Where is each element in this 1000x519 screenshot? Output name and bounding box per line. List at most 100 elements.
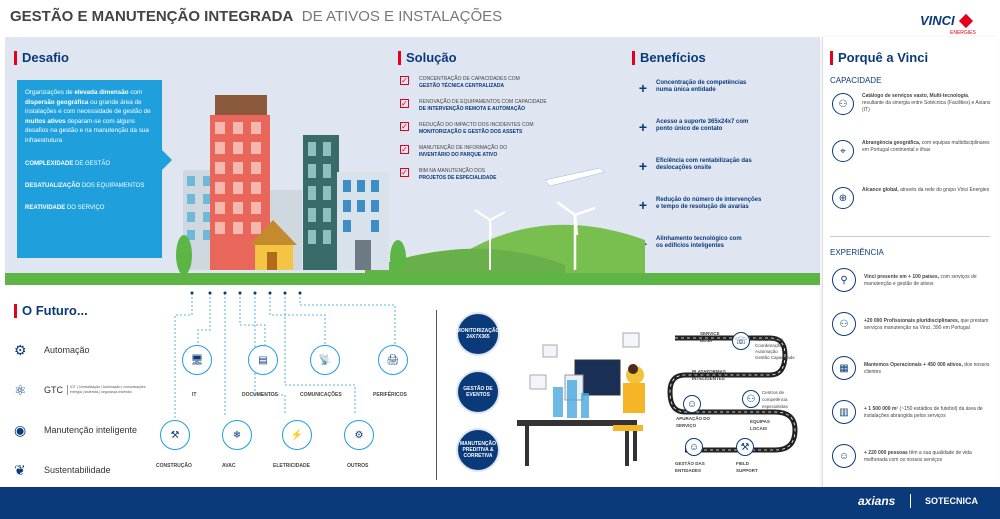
service-gestao-eventos: GESTÃO DE EVENTOS — [456, 370, 500, 414]
experiencia-item: ▥+ 1 500 000 m² (~150 estádios de futebo… — [832, 400, 992, 444]
experiencia-item: ☺+ 220 000 pessoas têm a sua qualidade d… — [832, 444, 992, 488]
experts-icon: ⚇ — [742, 390, 760, 408]
desafio-title: Desafio — [14, 50, 69, 65]
category-label-it: IT — [192, 392, 197, 398]
connection-lines — [174, 291, 396, 435]
porque-divider — [830, 236, 990, 237]
peripherals-circle: 🖨 — [378, 345, 408, 375]
plus-icon: + — [638, 158, 648, 174]
electricity-circle: ⚡ — [282, 420, 312, 450]
desafio-text: Organizações de elevada dimensão com dis… — [25, 89, 151, 144]
experiencia-list: ⚲Vinci presente em + 100 países, com ser… — [832, 268, 992, 488]
documents-circle: ▤ — [248, 345, 278, 375]
flow-path — [667, 335, 798, 453]
capacidade-list: ⚇Catálogo de serviços vasto, Multi-tecno… — [832, 93, 992, 234]
page-title: GESTÃO E MANUTENÇÃO INTEGRADA — [10, 8, 294, 25]
field-icon: ⚒ — [736, 438, 754, 456]
check-icon: ✓ — [400, 76, 409, 85]
globe-icon: ⊕ — [832, 187, 854, 209]
vinci-logo: VINCI ENERGIES — [920, 12, 995, 36]
footer-separator — [910, 494, 911, 508]
footer-bar — [0, 487, 1000, 519]
location-icon: ⚲ — [832, 268, 856, 292]
plus-icon: + — [638, 119, 648, 135]
futuro-item: ◉ Manutenção inteligente — [14, 410, 174, 450]
server-icon: ▦ — [832, 356, 856, 380]
gtc-icon: ⚛ — [14, 381, 27, 398]
category-label-eletricidade: ELETRICIDADE — [273, 463, 310, 469]
experiencia-item: ⚲Vinci presente em + 100 países, com ser… — [832, 268, 992, 312]
desafio-title-text: Desafio — [22, 50, 69, 65]
experiencia-item: ⚇+20 000 Profissionais pluridisciplinare… — [832, 312, 992, 356]
flow-platform: PLATAFORMAS INTELIGENTES — [692, 369, 726, 381]
experiencia-label: EXPERIÊNCIA — [830, 248, 884, 257]
footer-brand-sotecnica: SOTECNICA — [925, 496, 979, 506]
flow-service-desk: SERVICE DESK — [700, 331, 720, 343]
map-icon: ⌖ — [832, 140, 854, 162]
check-icon: ✓ — [400, 168, 409, 177]
city-illustration — [5, 95, 820, 285]
eye-icon: ◉ — [14, 421, 27, 438]
solucao-title-text: Solução — [406, 50, 457, 65]
category-label-outros: OUTROS — [347, 463, 369, 469]
vinci-logo-text: VINCI — [920, 13, 955, 28]
service-monitorizacao: MONITORIZAÇÃO 24X7X365 — [456, 312, 500, 356]
check-icon: ✓ — [400, 122, 409, 131]
plus-icon: + — [638, 80, 648, 96]
flow-equipas: EQUIPAS LOCAIS — [750, 419, 770, 431]
futuro-item: ⚛ GTC IOT | Centralização | Automação | co… — [14, 370, 174, 410]
flow-apuramento: APURAÇÃO DO SERVIÇO — [676, 416, 711, 428]
capacidade-item: ⌖Abrangência geográfica, com equipas mul… — [832, 140, 992, 187]
category-label-perifericos: PERIFÉRICOS — [373, 392, 407, 398]
flow-field-support: FIELD SUPPORT — [736, 461, 758, 473]
flow-centros: Centros de competência especialistas — [762, 390, 788, 409]
service-desk-icon: ☏ — [732, 332, 750, 350]
team-icon: ⚇ — [832, 312, 856, 336]
desafio-item-reatividade: REATIVIDADE DO SERVIÇO — [25, 205, 105, 211]
experiencia-item: ▦Mantemos Operacionais + 450 000 ativos,… — [832, 356, 992, 400]
others-circle: ⚙ — [344, 420, 374, 450]
vertical-divider — [436, 310, 437, 480]
page-subtitle: DE ATIVOS E INSTALAÇÕES — [301, 8, 503, 25]
building-icon: ▥ — [832, 400, 856, 424]
desafio-item-complexidade: COMPLEXIDADE DE GESTÃO — [25, 161, 111, 167]
desafio-item-desatualizacao: DESATUALIZAÇÃO DOS EQUIPAMENTOS — [25, 183, 145, 189]
futuro-label: GTC — [44, 385, 63, 395]
futuro-title-text: O Futuro... — [22, 303, 88, 318]
category-label-avac: AVAC — [222, 463, 236, 469]
robot-icon: ⚙ — [14, 341, 27, 358]
footer-brand-axians: axians — [858, 494, 896, 508]
communications-circle: 📡 — [310, 345, 340, 375]
service-manutencao: MANUTENÇÃO PREDITIVA & CORRETIVA — [456, 428, 500, 472]
people-icon: ⚇ — [832, 93, 854, 115]
desafio-arrow — [162, 150, 172, 170]
it-circle: 🖥 — [182, 345, 212, 375]
capacidade-label: CAPACIDADE — [830, 76, 882, 85]
futuro-label: Sustentabilidade — [44, 465, 111, 475]
office-illustration — [517, 332, 645, 466]
check-icon: ✓ — [400, 99, 409, 108]
vinci-logo-mark — [959, 13, 974, 28]
porque-title-text: Porquê a Vinci — [838, 50, 929, 65]
construction-circle: ⚒ — [160, 420, 190, 450]
futuro-label: Manutenção inteligente — [44, 425, 138, 435]
beneficios-title: Benefícios — [632, 50, 706, 65]
futuro-sublabel: IOT | Centralização | Automação | comuni… — [67, 385, 157, 395]
avac-circle: ❄ — [222, 420, 252, 450]
solucao-item: ✓RENOVAÇÃO DE EQUIPAMENTOS COM CAPACIDAD… — [400, 99, 547, 112]
leaf-icon: ❦ — [14, 461, 26, 478]
desafio-box: Organizações de elevada dimensão com dis… — [17, 80, 162, 258]
category-label-documentos: DOCUMENTOS — [242, 392, 279, 398]
capacidade-item: ⚇Catálogo de serviços vasto, Multi-tecno… — [832, 93, 992, 140]
check-icon: ✓ — [400, 145, 409, 154]
